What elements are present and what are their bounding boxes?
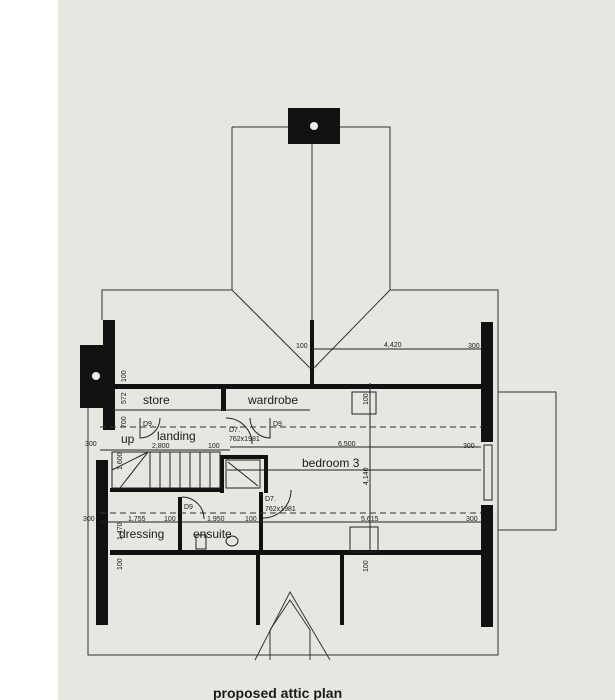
basin xyxy=(225,535,239,547)
walls xyxy=(96,320,493,627)
door-label: D7. xyxy=(265,496,276,503)
dimension-label: 100 xyxy=(121,370,128,382)
dimension-label: 100 xyxy=(164,516,176,523)
dimension-label: 2,800 xyxy=(152,443,170,450)
dimension-label: 1,600 xyxy=(117,452,124,470)
door-size-label: 762x1981 xyxy=(229,436,260,443)
dimension-label: 572 xyxy=(121,392,128,404)
door-d7-bottom xyxy=(262,489,292,519)
dimension-label: 1,755 xyxy=(128,516,146,523)
roof-outline xyxy=(87,126,557,661)
dimension-label: 4,420 xyxy=(384,342,402,349)
dimension-label: 700 xyxy=(121,416,128,428)
door-size-label: 762x1981 xyxy=(265,506,296,513)
dimension-label: 4,140 xyxy=(363,467,370,485)
room-label-bedroom-3: bedroom 3 xyxy=(302,456,360,470)
dimension-label: 5,615 xyxy=(361,516,379,523)
dimension-label: 100 xyxy=(208,443,220,450)
room-label-landing: landing xyxy=(157,429,196,443)
dimension-label: 300 xyxy=(466,516,478,523)
door-label: D9. xyxy=(273,421,284,428)
dimension-label: 6,500 xyxy=(338,441,356,448)
room-label-ensuite: ensuite xyxy=(193,527,232,541)
dimension-label: 100 xyxy=(117,558,124,570)
dimension-label: 100 xyxy=(363,560,370,572)
dimension-label: 300 xyxy=(468,343,480,350)
plan-title: proposed attic plan xyxy=(213,685,342,700)
dimension-label: 1,950 xyxy=(207,516,225,523)
door-label: D9 xyxy=(184,504,193,511)
toilet xyxy=(195,534,207,550)
room-label-dressing: dressing xyxy=(119,527,164,541)
door-d9-landing xyxy=(139,417,161,439)
door-d9-ensuite xyxy=(181,496,205,520)
room-label-up: up xyxy=(121,432,135,446)
staircase xyxy=(111,451,221,489)
door-label: D7. xyxy=(229,427,240,434)
room-label-wardrobe: wardrobe xyxy=(247,393,298,407)
skylight-bottom xyxy=(349,526,379,553)
window-right xyxy=(483,444,493,501)
dimension-label: 1,470 xyxy=(117,522,124,540)
door-label: D9. xyxy=(143,421,154,428)
dimension-label: 300 xyxy=(463,443,475,450)
dimension-label: 300 xyxy=(85,441,97,448)
dimension-label: 100 xyxy=(296,343,308,350)
dimension-label: 100 xyxy=(363,393,370,405)
room-label-store: store xyxy=(143,393,170,407)
door-d7-top xyxy=(225,417,253,445)
skylight-top xyxy=(351,391,377,415)
dimension-label: 300 xyxy=(83,516,95,523)
door-d9-wardrobe xyxy=(249,417,271,439)
dimension-label: 100 xyxy=(245,516,257,523)
